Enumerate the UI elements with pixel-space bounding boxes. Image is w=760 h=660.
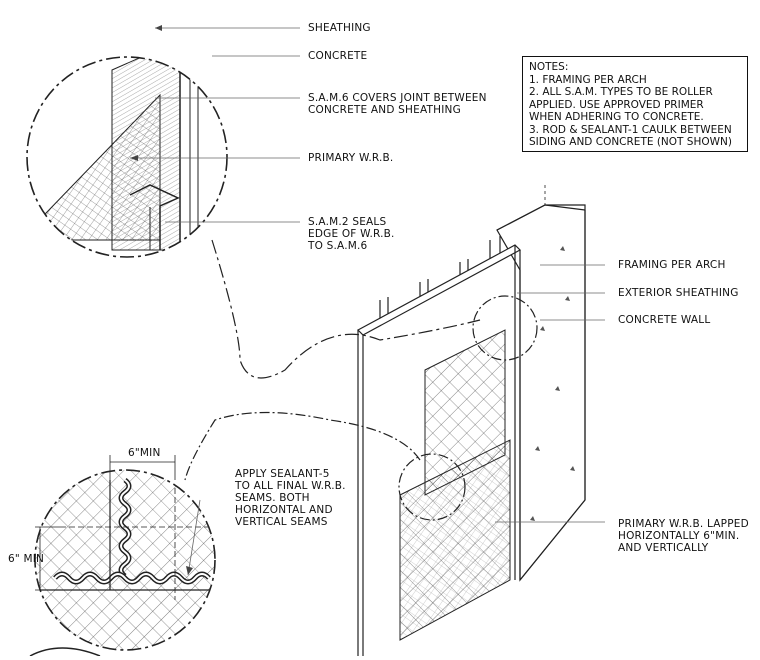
note-3: 3. ROD & SEALANT-1 CAULK BETWEEN SIDING … [529,123,732,149]
dimension-side: 6" MIN [8,553,45,565]
top-detail-bubble [26,56,481,379]
note-2: 2. ALL S.A.M. TYPES TO BE ROLLER APPLIED… [529,86,713,123]
concrete-stipple [530,246,575,521]
label-primary-wrb: PRIMARY W.R.B. [308,152,394,164]
notes-title: NOTES: [529,61,569,73]
label-concrete: CONCRETE [308,50,368,62]
note-1: 1. FRAMING PER ARCH [529,73,647,86]
bottom-detail-bubble [29,455,216,657]
label-wrb-lapped: PRIMARY W.R.B. LAPPED HORIZONTALLY 6"MIN… [618,518,749,554]
leaders-right [495,264,605,523]
dimension-top: 6"MIN [128,447,161,459]
label-concrete-wall: CONCRETE WALL [618,314,711,326]
label-sam2: S.A.M.2 SEALS EDGE OF W.R.B. TO S.A.M.6 [308,216,395,252]
leaders-top [130,27,300,223]
label-sam6: S.A.M.6 COVERS JOINT BETWEEN CONCRETE AN… [308,92,487,116]
label-sealant: APPLY SEALANT-5 TO ALL FINAL W.R.B. SEAM… [235,468,346,528]
label-sheathing: SHEATHING [308,22,371,34]
notes-box: NOTES: 1. FRAMING PER ARCH 2. ALL S.A.M.… [522,56,748,152]
label-exterior-sheathing: EXTERIOR SHEATHING [618,287,739,299]
wall-assembly [184,185,586,656]
label-framing: FRAMING PER ARCH [618,259,726,271]
